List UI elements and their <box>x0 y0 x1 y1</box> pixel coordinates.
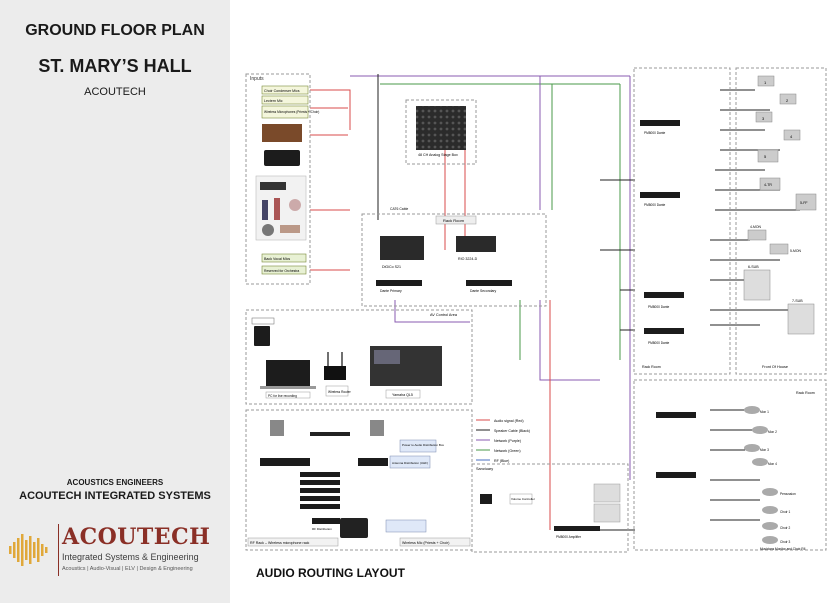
sanctuary-title: Sanctuary <box>476 467 493 471</box>
extra-input-label: Reserved for Orchestra <box>264 269 299 273</box>
volume-label: Volume Controller <box>511 497 535 501</box>
inputs-section: Inputs Choir Condenser Mics Lectern Mic … <box>245 73 319 285</box>
monitor-label: Choir 3 <box>780 540 791 544</box>
distro-label: RF Distribution <box>312 527 332 531</box>
plan-title: GROUND FLOOR PLAN <box>25 22 205 39</box>
amp-label: PM8000 Dante <box>644 131 665 135</box>
legend-item: Speaker Cable (Black) <box>494 429 530 433</box>
speaker-label: 4 <box>790 134 793 139</box>
speaker-label: 2 <box>786 98 789 103</box>
engineers-label: ACOUSTICS ENGINEERS <box>66 478 164 487</box>
speaker-label: 5-MON <box>790 249 801 253</box>
amp-label: PM8000 Dante <box>648 305 669 309</box>
monitor-label: Choir 1 <box>780 510 791 514</box>
console-a-label: DiGiCo S21 <box>382 265 401 269</box>
logo-services: Acoustics | Audio-Visual | ELV | Design … <box>62 566 193 572</box>
router-icon <box>324 366 346 380</box>
speaker-label: 4-TR <box>764 183 772 187</box>
logo-divider <box>58 524 59 576</box>
monitor-label: Choir 2 <box>780 526 791 530</box>
stage-box-label: 48 CH Analog Stage Box <box>418 153 458 157</box>
organ-icon <box>262 124 302 142</box>
logo-name: ACOUTECH <box>62 524 211 550</box>
console-b-icon <box>456 236 496 252</box>
pc-label: PC for live recording <box>268 394 297 398</box>
sanctuary-amp-label: PM8000 Amplifier <box>556 535 582 539</box>
amp-rack-title: Rack Room <box>642 365 661 369</box>
antenna-label: Antenna Distribution (UHF) <box>392 461 428 465</box>
monitor-label: Mon 4 <box>768 462 777 466</box>
legend-item: Audio signal (Red) <box>494 419 524 423</box>
amp-label: PM8000 Dante <box>648 341 669 345</box>
av-control-section: AV Control Area PC for live recording Wi… <box>245 309 473 405</box>
diagram-caption: AUDIO ROUTING LAYOUT <box>256 566 405 580</box>
foh-title: Front Of House <box>762 365 788 369</box>
monitor-rack-title: Rack Room <box>796 391 815 395</box>
speaker-label: 4-MON <box>750 225 761 229</box>
speaker-label: 7-SUB <box>792 299 803 303</box>
stage-box-icon <box>416 106 466 150</box>
speaker-label: 5-FF <box>800 201 808 205</box>
legend: Audio signal (Red) Speaker Cable (Black)… <box>476 419 530 463</box>
extra-input-label: Back Vocal Mics <box>264 257 290 261</box>
antenna-icon <box>270 420 284 436</box>
console-b-label: RIO 3224-D <box>458 257 478 261</box>
stage-box-section: 48 CH Analog Stage Box <box>405 99 477 165</box>
mic-label: Choir Condenser Mics <box>264 89 300 93</box>
speaker-label: 3 <box>762 116 765 121</box>
sanctuary-section: Sanctuary Volume Controller PM8000 Ampli… <box>471 463 629 553</box>
company-short: ACOUTECH <box>84 86 146 98</box>
mic-label: Wireless Microphones (Priests + Choir) <box>264 110 319 114</box>
monitor-section-title: Musicians Monitor and Choir Fill <box>760 547 806 551</box>
legend-item: Network (Purple) <box>494 439 521 443</box>
mixer-label: Yamaha QL5 <box>392 393 413 397</box>
engineers-name: ACOUTECH INTEGRATED SYSTEMS <box>19 490 211 502</box>
rack-room-section: Rack Room DiGiCo S21 RIO 3224-D Dante Pr… <box>361 207 547 307</box>
rack-room-title: Rack Room <box>443 218 465 223</box>
soundwave-icon <box>9 534 48 566</box>
mic-label: Lectern Mic <box>264 99 283 103</box>
piano-icon <box>264 150 300 166</box>
speaker-label: 5 <box>764 154 767 159</box>
antenna-icon <box>370 420 384 436</box>
cat6-label: CAT6 Cable <box>390 207 408 211</box>
laptop-icon <box>266 360 310 386</box>
legend-item: RF (Blue) <box>494 459 509 463</box>
router-label: Wireless Router <box>328 390 352 394</box>
rf-rack-section: Power to Audio Distribution Box Antenna … <box>245 409 473 551</box>
routing-diagram: Inputs Choir Condenser Mics Lectern Mic … <box>245 67 827 553</box>
venue-name: ST. MARY’S HALL <box>38 56 192 76</box>
sidebar: GROUND FLOOR PLAN ST. MARY’S HALL ACOUTE… <box>0 0 230 603</box>
amp-rack-section: PM8000 Dante PM8000 Dante PM8000 Dante P… <box>633 67 731 375</box>
monitor-label: Mon 2 <box>768 430 777 434</box>
front-of-house-section: Front Of House 1 2 3 4 5 4-TR 5-FF 4-MON… <box>735 67 827 375</box>
console-a-icon <box>380 236 424 260</box>
av-control-title: AV Control Area <box>430 313 458 317</box>
monitor-section: Rack Room Mon 1 Mon 2 Mon 3 Mon 4 Percus… <box>633 379 827 551</box>
dante-b-label: Dante Secondary <box>470 289 497 293</box>
dante-a-label: Dante Primary <box>380 289 402 293</box>
monitor-label: Mon 1 <box>760 410 769 414</box>
monitor-label: Percussion <box>780 492 796 496</box>
power-label: Power to Audio Distribution Box <box>402 443 445 447</box>
speaker-label: 1 <box>764 80 767 85</box>
logo-tagline: Integrated Systems & Engineering <box>62 552 199 562</box>
rf-rack-title: RF Rack – Wireless microphone rack <box>250 541 310 545</box>
company-logo: ACOUTECH Integrated Systems & Engineerin… <box>8 520 222 580</box>
speaker-label: 6-SUB <box>748 265 759 269</box>
legend-item: Network (Green) <box>494 449 521 453</box>
wireless-title: Wireless Mic (Priests + Choir) <box>402 541 449 545</box>
inputs-title: Inputs <box>250 76 264 82</box>
monitor-label: Mon 3 <box>760 448 769 452</box>
amp-label: PM8000 Dante <box>644 203 665 207</box>
